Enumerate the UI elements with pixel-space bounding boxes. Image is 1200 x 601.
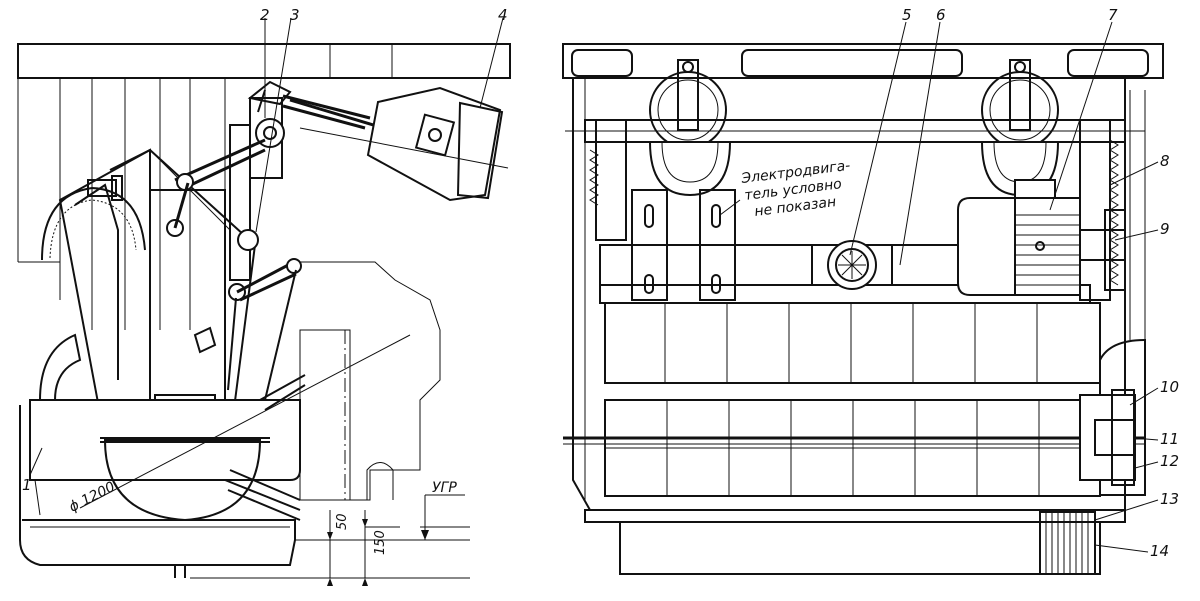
callout-2: 2 bbox=[260, 6, 270, 24]
left-lever-mechanism bbox=[166, 80, 371, 401]
callout-8: 8 bbox=[1160, 152, 1170, 170]
left-dimensions bbox=[190, 494, 470, 586]
left-actuator-cylinder bbox=[289, 86, 509, 202]
bearing-3 bbox=[237, 229, 259, 251]
callout-3: 3 bbox=[290, 6, 300, 24]
left-background-panels bbox=[17, 78, 226, 330]
right-brush bbox=[1039, 511, 1096, 575]
callout-1: 1 bbox=[22, 476, 32, 494]
right-bearing-assembly bbox=[1079, 338, 1146, 496]
callout-14: 14 bbox=[1150, 542, 1169, 560]
left-pipes bbox=[224, 374, 306, 521]
dimension-150: 150 bbox=[373, 530, 388, 555]
left-furnace-outline bbox=[300, 261, 441, 501]
callout-11: 11 bbox=[1160, 430, 1179, 448]
callout-7: 7 bbox=[1108, 6, 1118, 24]
callout-13: 13 bbox=[1160, 490, 1179, 508]
left-top-pulley bbox=[41, 175, 146, 261]
callout-9: 9 bbox=[1160, 220, 1170, 238]
right-view: Электродвига- тель условно не показан 5 … bbox=[562, 6, 1179, 575]
right-grid-panels bbox=[604, 302, 1101, 497]
left-top-beam bbox=[17, 43, 511, 79]
callout-4: 4 bbox=[498, 6, 508, 24]
callout-6: 6 bbox=[936, 6, 946, 24]
callout-12: 12 bbox=[1160, 452, 1179, 470]
diameter-label: ϕ 1200 bbox=[67, 479, 118, 516]
left-view: 1 2 3 4 ϕ 1200 50 150 УГР bbox=[17, 6, 511, 586]
callout-5: 5 bbox=[902, 6, 912, 24]
level-label: УГР bbox=[432, 480, 457, 496]
right-top-beam bbox=[562, 43, 1164, 79]
dimension-50: 50 bbox=[335, 513, 350, 530]
right-side-racks bbox=[589, 119, 1126, 301]
left-bottom-drum bbox=[19, 399, 301, 566]
callout-10: 10 bbox=[1160, 378, 1179, 396]
left-column bbox=[149, 189, 226, 401]
right-motor bbox=[957, 179, 1126, 296]
